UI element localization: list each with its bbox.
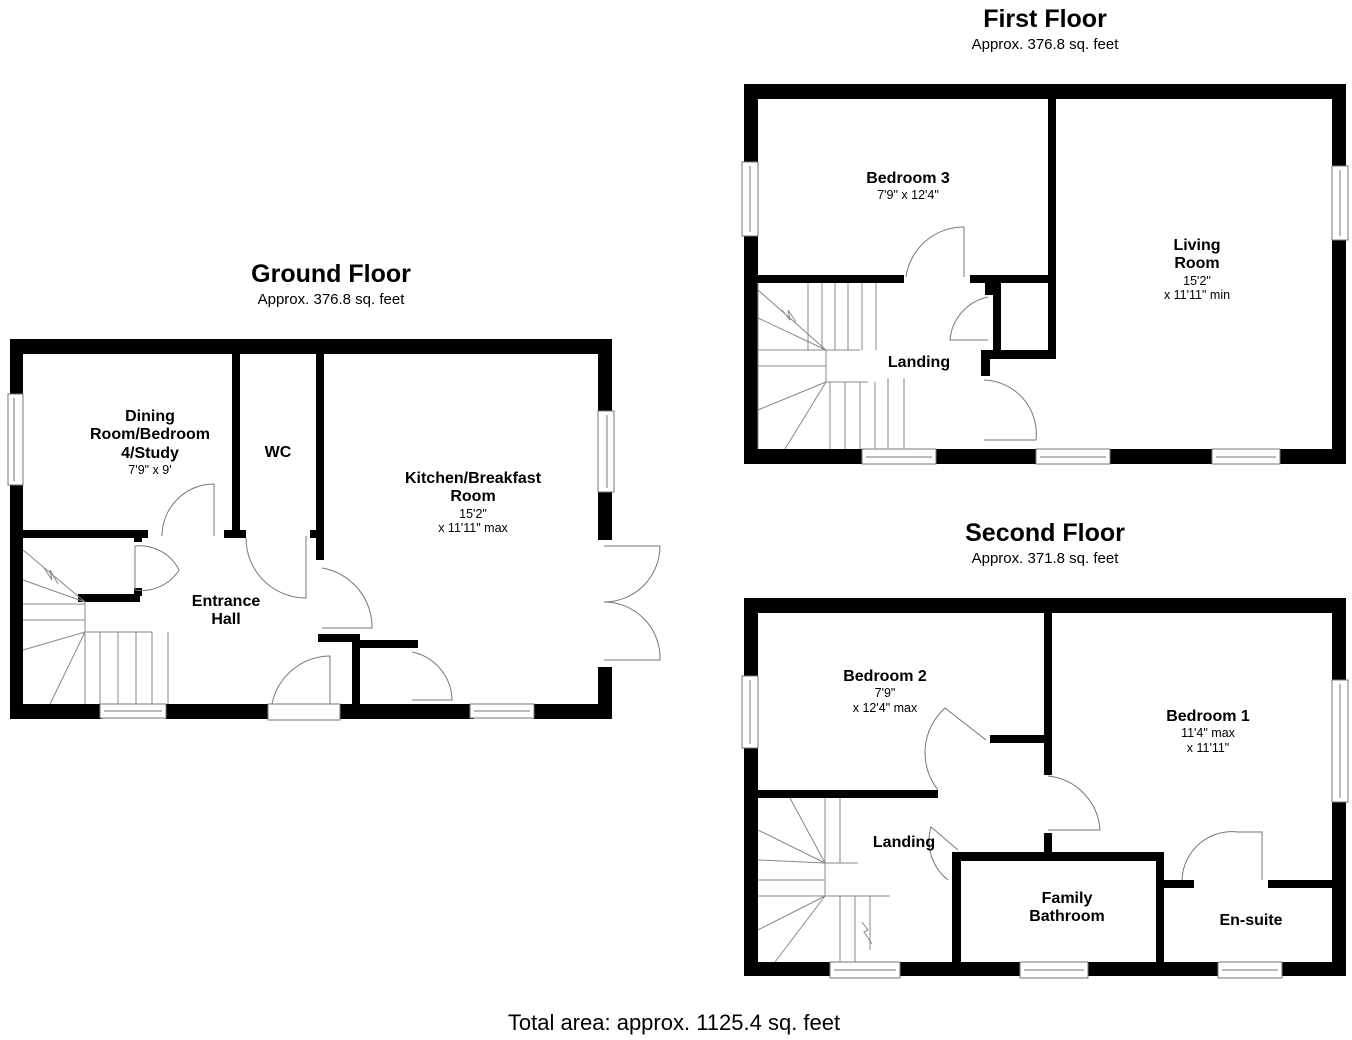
room-wc: WC [265,444,292,462]
room-name: Family Bathroom [1029,890,1105,926]
room-dimensions: 7'9" x 12'4" [877,188,939,203]
room-bedroom-3: Bedroom 3 7'9" x 12'4" [866,170,950,203]
staircases [22,283,905,963]
room-dining-room: Dining Room/Bedroom 4/Study 7'9" x 9' [90,408,210,478]
room-second-landing: Landing [873,834,935,852]
room-bedroom-1: Bedroom 1 11'4" max x 11'11" [1166,708,1250,755]
room-dimensions: 7'9" x 9' [128,463,172,478]
first-floor-title: First Floor [983,5,1107,33]
room-name: Bedroom 1 [1166,708,1250,725]
total-area: Total area: approx. 1125.4 sq. feet [507,1010,841,1035]
room-first-landing: Landing [888,354,950,372]
room-name: Dining Room/Bedroom 4/Study [90,408,210,462]
room-name: WC [264,444,292,461]
room-name: En-suite [1219,912,1283,929]
windows [7,161,1349,979]
door-swings [134,226,1263,881]
room-dimensions: 7'9" x 12'4" max [852,686,918,715]
room-name: Living Room [1173,237,1221,273]
room-name: Bedroom 3 [866,170,950,187]
walls [10,84,1346,976]
ground-floor-title: Ground Floor [251,260,411,288]
room-name: Kitchen/Breakfast Room [404,470,542,506]
room-bedroom-2: Bedroom 2 7'9" x 12'4" max [843,668,927,715]
room-dimensions: 11'4" max x 11'11" [1181,726,1235,755]
room-kitchen-breakfast: Kitchen/Breakfast Room 15'2" x 11'11" ma… [405,470,541,536]
room-en-suite: En-suite [1219,912,1282,930]
first-floor-area: Approx. 376.8 sq. feet [971,36,1119,53]
room-dimensions: 15'2" x 11'11" max [438,506,508,536]
room-living-room: Living Room 15'2" x 11'11" min [1164,237,1230,303]
second-floor-title: Second Floor [965,519,1125,547]
room-name: Landing [887,354,951,371]
room-entrance-hall: Entrance Hall [192,593,260,630]
room-family-bathroom: Family Bathroom [1029,890,1105,927]
second-floor-area: Approx. 371.8 sq. feet [971,550,1119,567]
room-name: Landing [872,834,936,851]
room-dimensions: 15'2" x 11'11" min [1163,273,1231,303]
room-name: Bedroom 2 [843,668,927,685]
room-name: Entrance Hall [191,593,261,629]
ground-floor-area: Approx. 376.8 sq. feet [257,291,405,308]
